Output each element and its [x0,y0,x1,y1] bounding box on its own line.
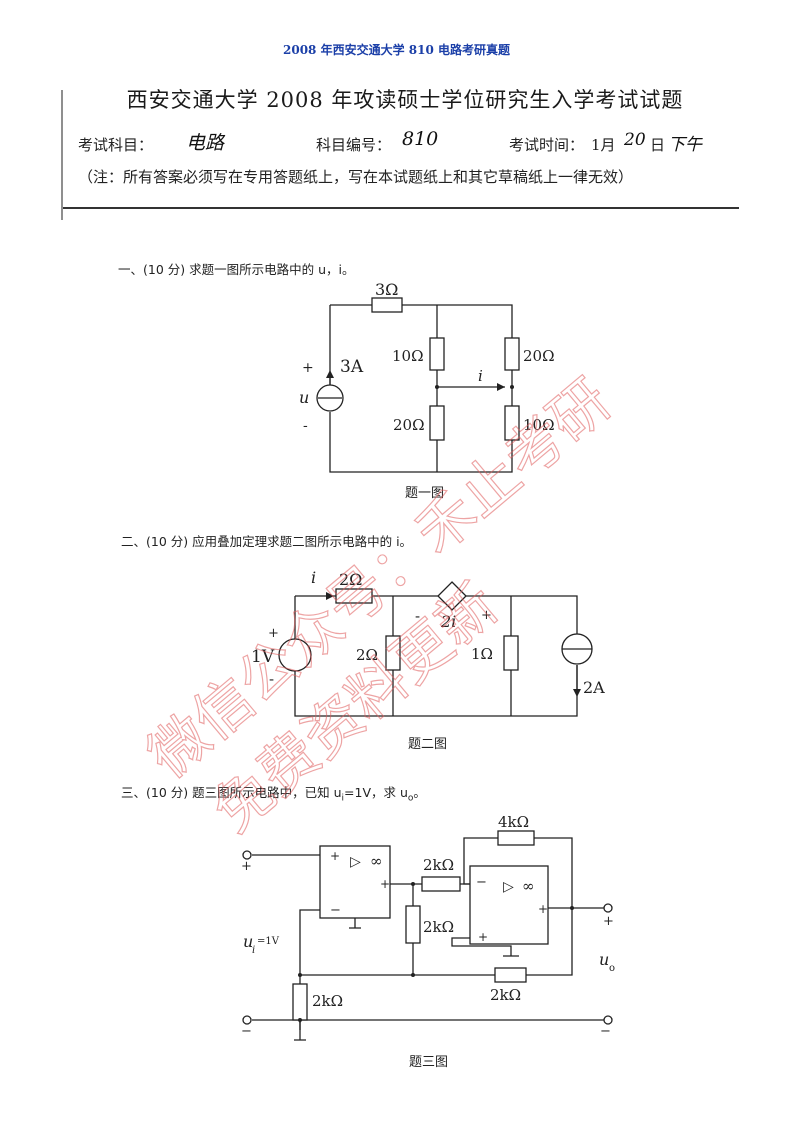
question-2-text: 二、(10 分) 应用叠加定理求题二图所示电路中的 i。 [121,534,413,549]
q3-sub-i: i [341,793,345,804]
label-4k: 4kΩ [498,813,529,831]
terminal-out-top [603,903,613,913]
label-out-minus: − [600,1024,611,1039]
time-afternoon: 下午 [668,135,702,155]
exam-note: （注：所有答案必须写在专用答题纸上，写在本试题纸上和其它草稿纸上一律无效） [78,168,634,186]
label-plus: + [302,360,314,376]
label-2k-bottom-left: 2kΩ [312,992,343,1010]
q3-text-a: 三、(10 分) 题三图所示电路中，已知 u [121,785,342,800]
label-plus-dep: + [481,608,492,623]
exam-title: 西安交通大学 2008 年攻读硕士学位研究生入学考试试题 [126,88,684,112]
current-arrow-down [573,689,581,697]
label-2ohm-mid: 2Ω [356,646,378,664]
opamp1-triangle: ▷ [350,854,361,870]
page-banner: 2008 年西安交通大学 810 电路考研真题 [283,43,510,57]
terminal-out-bottom [603,1015,613,1025]
label-20ohm-bottom: 20Ω [393,416,425,434]
opamp1-minus: − [330,903,341,918]
resistor-2k-series [421,876,461,892]
label-3a: 3A [340,357,364,377]
label-out-plus: + [603,914,614,929]
resistor-10ohm-top [429,337,445,371]
current-i-arrow [497,383,505,391]
label-ui-sub: i [252,945,255,956]
current-i-arrow-2 [326,592,334,600]
label-in-minus: − [241,1024,252,1039]
label-u: u [299,388,309,407]
opamp1-plus: + [330,849,340,863]
opamp2-infinity: ∞ [522,877,535,895]
label-i-2: i [311,568,316,587]
label-uo: u [599,950,609,969]
figure-2-caption: 题二图 [408,737,447,752]
label-i: i [478,367,483,385]
terminal-in-top [242,850,252,860]
label-1ohm: 1Ω [471,645,493,663]
code-label: 科目编号： [316,136,392,154]
resistor-4k-feedback [497,830,535,846]
label-minus: - [303,418,308,434]
label-minus-dep: - [415,607,420,625]
code-value: 810 [402,128,439,150]
label-3ohm: 3Ω [375,280,398,299]
terminal-in-bottom [242,1015,252,1025]
resistor-2k-bottom-left [292,983,308,1021]
opamp2-out-plus: + [538,902,548,916]
q3-sub-o: o [407,793,414,804]
current-arrow-up [326,370,334,378]
figure-3-caption: 题三图 [409,1055,448,1070]
time-day-suffix: 日 [650,136,666,154]
label-2ohm-top: 2Ω [339,570,362,589]
label-2k-bottom-right: 2kΩ [490,986,521,1004]
opamp2-plus: + [478,930,488,944]
label-plus-v: + [268,626,279,641]
resistor-1ohm [503,635,519,671]
q3-text-b: =1V，求 u [344,785,408,800]
opamp2-minus: − [476,875,487,890]
q3-text-end: 。 [413,785,426,800]
subject-label: 考试科目： [78,136,154,154]
label-minus-v: - [269,670,274,688]
label-uo-sub: o [609,963,615,974]
figure-1-caption: 题一图 [405,486,444,501]
resistor-20ohm-top [504,337,520,371]
resistor-3ohm [371,297,403,313]
resistor-2k-bottom-right [494,967,527,983]
label-20ohm-top: 20Ω [523,347,555,365]
resistor-10ohm-bottom [504,405,520,441]
question-3-text: 三、(10 分) 题三图所示电路中，已知 ui=1V，求 uo。 [121,782,426,804]
dependent-voltage-source [437,581,467,611]
label-in-plus: + [241,859,252,874]
left-margin-rule [61,90,63,220]
question-1-text: 一、(10 分) 求题一图所示电路中的 u，i。 [118,262,355,277]
resistor-2k-shunt [405,905,421,944]
label-1v: 1V [251,647,275,667]
time-day: 20 [624,130,646,150]
header-rule [63,207,739,209]
time-month: 1月 [591,136,616,154]
resistor-20ohm-bottom [429,405,445,441]
label-10ohm-bottom: 10Ω [523,416,555,434]
resistor-2ohm-top [335,588,373,604]
opamp1-infinity: ∞ [370,852,383,870]
opamp1-out-plus: + [380,877,390,891]
label-ui: u [243,932,253,951]
label-2k-series: 2kΩ [423,856,454,874]
label-10ohm-top: 10Ω [392,347,424,365]
opamp-2 [469,865,549,945]
voltage-source-1v [278,638,312,672]
label-2k-shunt: 2kΩ [423,918,454,936]
subject-value: 电路 [186,132,225,154]
resistor-2ohm-mid [385,635,401,671]
time-label: 考试时间： [509,136,585,154]
label-2i: 2i [440,612,456,631]
label-2a: 2A [583,678,605,697]
label-ui-val: =1V [257,936,280,947]
opamp2-triangle: ▷ [503,879,514,895]
